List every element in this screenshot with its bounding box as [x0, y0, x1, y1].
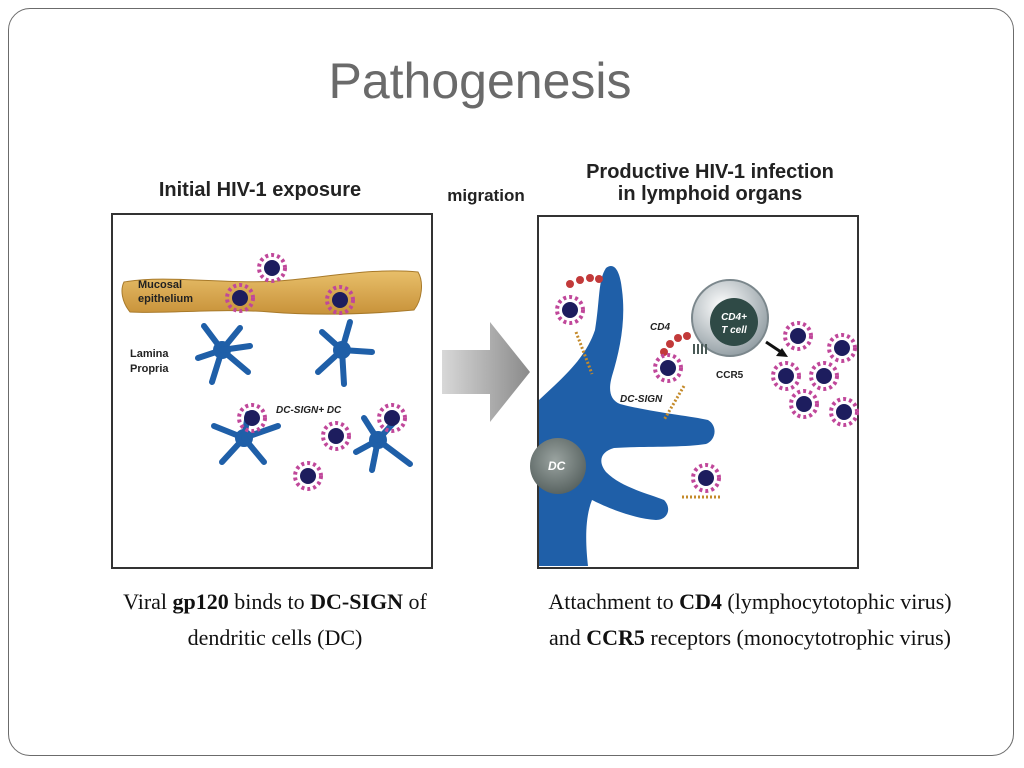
caption-left: Viral gp120 binds to DC-SIGN of dendriti…	[60, 584, 490, 656]
caption-left-line2: dendritic cells (DC)	[187, 625, 363, 650]
caption-right: Attachment to CD4 (lymphocytotophic viru…	[500, 584, 1000, 656]
label-cd4-cell-line1: CD4+	[721, 312, 747, 323]
hiv-virion	[293, 461, 323, 491]
migration-arrow	[442, 322, 530, 422]
hiv-virion	[321, 421, 351, 451]
dc-nucleus	[530, 438, 586, 494]
caption-right-line1: Attachment to CD4 (lymphocytotophic viru…	[548, 589, 952, 614]
slide-title: Pathogenesis	[328, 53, 632, 109]
hiv-virion	[827, 333, 857, 363]
dc-sign-receptor	[574, 331, 722, 499]
hiv-virion	[789, 389, 819, 419]
label-dc-sign-dc: DC-SIGN+ DC	[276, 405, 342, 416]
term-dc-sign: DC-SIGN	[310, 589, 403, 614]
term-cd4: CD4	[679, 589, 722, 614]
right-panel-title-line2: in lymphoid organs	[618, 183, 802, 205]
hiv-virion	[829, 397, 859, 427]
label-propria: Propria	[130, 363, 169, 375]
caption-right-line2: and CCR5 receptors (monocytotrophic viru…	[548, 625, 951, 650]
cd4-receptor	[566, 274, 603, 288]
slide-frame	[8, 8, 1014, 756]
hiv-virion	[257, 253, 287, 283]
cd4-receptor	[660, 332, 691, 356]
hiv-virion	[771, 361, 801, 391]
caption-left-line1: Viral gp120 binds to DC-SIGN of	[123, 589, 427, 614]
label-cd4: CD4	[650, 322, 670, 333]
t-cell-nucleus	[710, 298, 758, 346]
dendritic-cell	[315, 319, 375, 387]
label-cd4-cell-line2: T cell	[721, 325, 747, 336]
hiv-virion	[325, 285, 355, 315]
hiv-virion	[783, 321, 813, 351]
dendritic-cell	[195, 323, 253, 385]
hiv-virion	[377, 403, 407, 433]
hiv-virion	[225, 283, 255, 313]
migration-label: migration	[447, 186, 524, 205]
budding-arrowhead	[776, 348, 788, 357]
ccr5-receptor	[693, 344, 707, 354]
label-dc-sign: DC-SIGN	[620, 394, 663, 405]
label-epithelium: epithelium	[138, 293, 193, 305]
hiv-virion	[653, 353, 683, 383]
term-ccr5: CCR5	[586, 625, 645, 650]
right-panel-title-line1: Productive HIV-1 infection	[586, 161, 834, 183]
hiv-virion	[555, 295, 585, 325]
left-panel-title: Initial HIV-1 exposure	[159, 179, 361, 201]
hiv-virion	[691, 463, 721, 493]
label-mucosal: Mucosal	[138, 279, 182, 291]
hiv-virion	[237, 403, 267, 433]
large-dendritic-cell	[539, 266, 715, 566]
label-dc: DC	[548, 459, 566, 473]
term-gp120: gp120	[172, 589, 229, 614]
label-lamina: Lamina	[130, 348, 169, 360]
hiv-virion	[809, 361, 839, 391]
label-ccr5: CCR5	[716, 370, 744, 381]
